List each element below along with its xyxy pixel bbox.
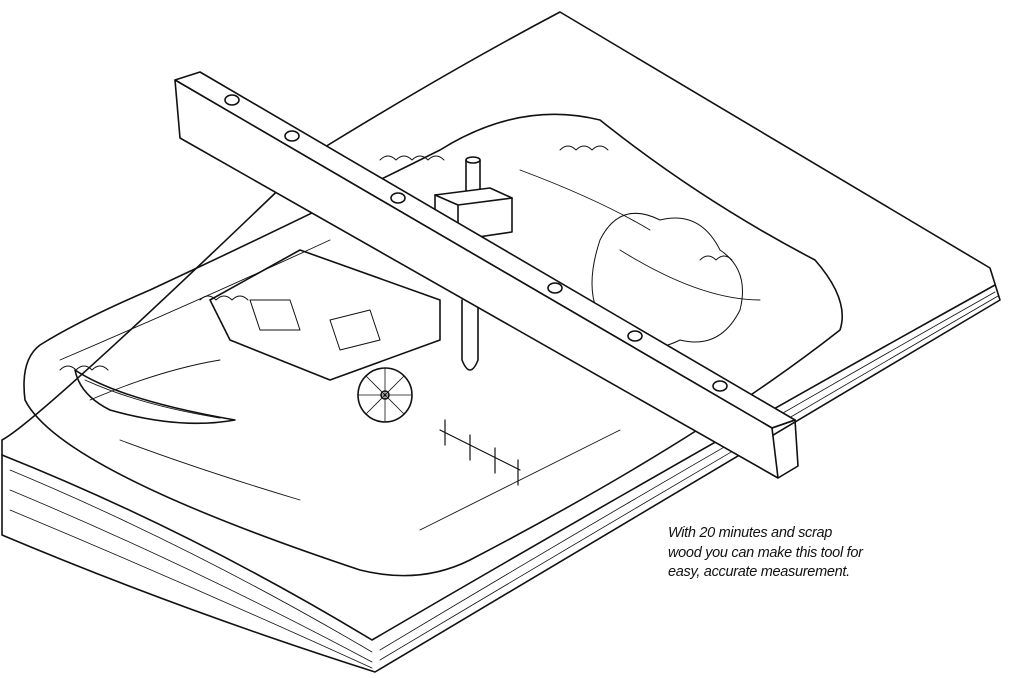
fence <box>439 419 521 486</box>
caption-line: With 20 minutes and scrap <box>668 525 833 541</box>
boat <box>74 369 236 425</box>
beam-holes <box>224 94 728 392</box>
terrain-recess <box>23 113 843 577</box>
caption-line: easy, accurate measurement. <box>668 564 850 580</box>
measuring-tool <box>174 71 799 479</box>
figure-caption: With 20 minutes and scrap wood you can m… <box>668 524 928 583</box>
wagon <box>209 249 441 423</box>
caption-line: wood you can make this tool for <box>668 544 863 561</box>
